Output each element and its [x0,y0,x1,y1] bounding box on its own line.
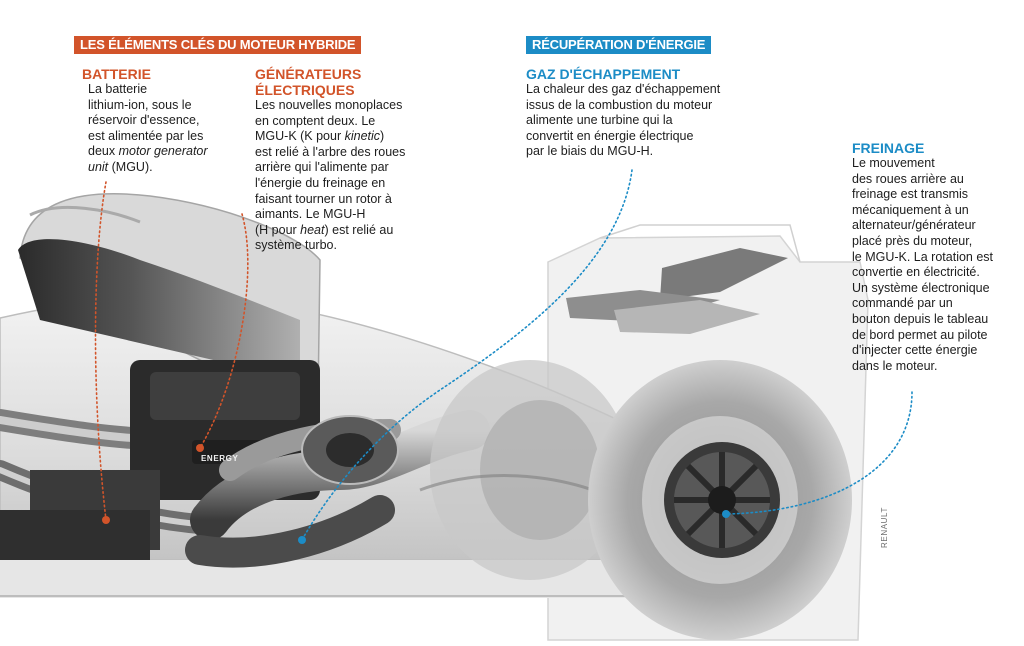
generators-title: GÉNÉRATEURS ÉLECTRIQUES [255,66,362,98]
battery-text: La batterie lithium-ion, sous le réservo… [88,82,208,176]
battery-marker [102,516,110,524]
exhaust-marker [298,536,306,544]
generators-leader-line [199,213,249,449]
braking-leader-line [725,391,913,515]
braking-title: FREINAGE [852,140,925,156]
battery-title: BATTERIE [82,66,151,82]
battery-line-2: lithium-ion, sous le [88,97,192,112]
battery-line-4: est alimentée par les [88,128,204,143]
exhaust-text: La chaleur des gaz d'échappement issus d… [526,82,721,159]
braking-marker [722,510,730,518]
battery-line-5: deux motor generator [88,144,208,159]
battery-leader-line [94,181,107,521]
air-intake [18,239,300,380]
battery-line-3: réservoir d'essence, [88,113,200,128]
hybrid-elements-banner: LES ÉLÉMENTS CLÉS DU MOTEUR HYBRIDE [74,36,362,54]
exhaust-title: GAZ D'ÉCHAPPEMENT [526,66,681,82]
braking-text: Le mouvement des roues arrière au freina… [852,156,994,373]
photo-credit: RENAULT [880,507,889,548]
energy-recovery-banner: RÉCUPÉRATION D'ÉNERGIE [526,36,712,54]
wing-element [660,248,788,300]
battery-line-1: La batterie [88,82,148,96]
engine-logo-text: ENERGY [201,454,239,463]
generators-text: Les nouvelles monoplaces en comptent deu… [255,98,406,253]
battery-line-6: unit (MGU). [88,159,153,174]
generators-marker [196,444,204,452]
exhaust-leader-line [301,169,633,541]
